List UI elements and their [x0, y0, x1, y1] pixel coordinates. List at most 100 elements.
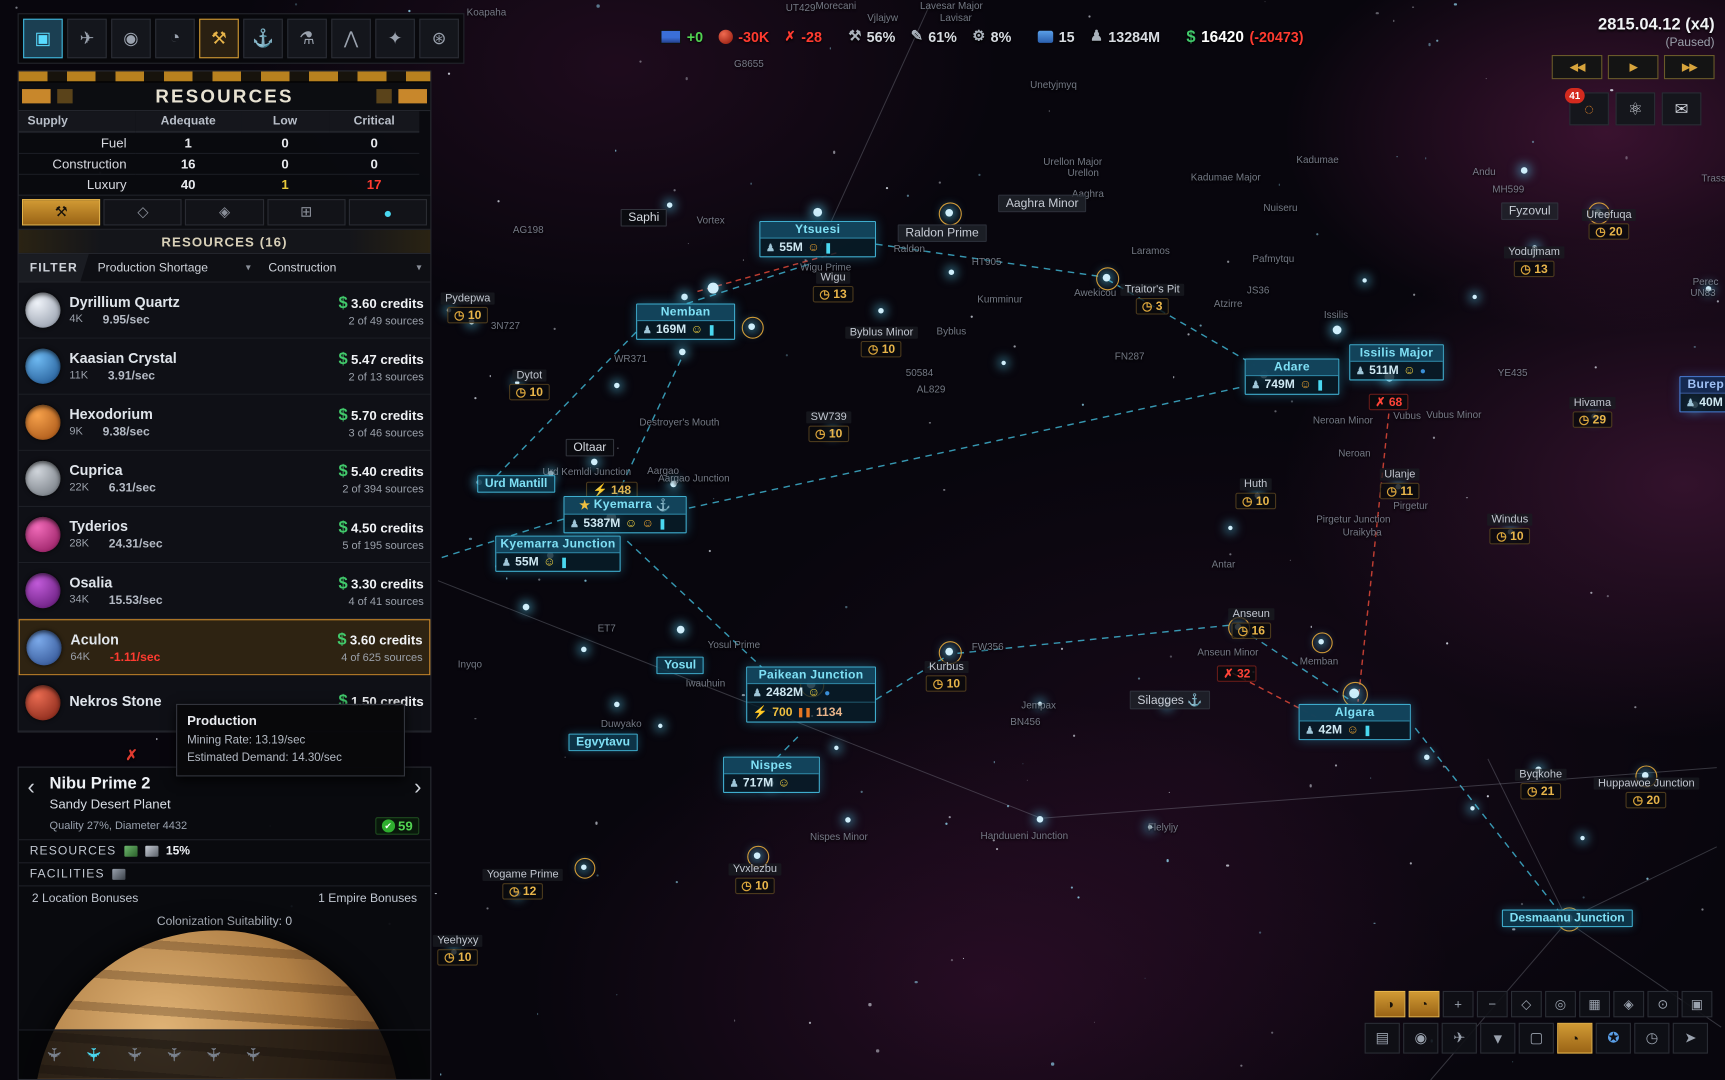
- system-algara[interactable]: Algara♟42M☺❚: [1298, 703, 1411, 741]
- toggle-territory-button[interactable]: ▣: [1681, 990, 1713, 1018]
- system-nispes[interactable]: Nispes♟717M☺: [723, 756, 820, 793]
- system-ytsuesi[interactable]: Ytsuesi♟55M☺❚: [759, 221, 876, 258]
- fit-view-button[interactable]: ◇: [1510, 990, 1542, 1018]
- next-planet-button[interactable]: ›: [414, 775, 422, 800]
- system-label-fyzovul[interactable]: Fyzovul: [1501, 202, 1559, 220]
- defense-overlay-button[interactable]: ✪: [1595, 1022, 1631, 1054]
- center-view-button[interactable]: ◎: [1545, 990, 1576, 1018]
- system-marker-wigu[interactable]: Wigu◷13: [812, 271, 854, 303]
- system-marker-byblus-minor[interactable]: Byblus Minor◷10: [845, 326, 918, 358]
- system-marker-sw739[interactable]: SW739◷10: [806, 411, 852, 443]
- system-marker-windus[interactable]: Windus◷10: [1487, 513, 1533, 545]
- fleet-ship-2[interactable]: ✈: [82, 1046, 104, 1063]
- toolbar-colonies-button[interactable]: ◉: [111, 18, 151, 59]
- system-nemban[interactable]: Nemban♟169M☺❚: [636, 303, 736, 340]
- system-marker-yogame-prime[interactable]: Yogame Prime◷12: [482, 868, 564, 900]
- toolbar-science-lab-button[interactable]: ⚗: [287, 18, 327, 59]
- save-view-button[interactable]: ▼: [1480, 1022, 1516, 1054]
- sensor-view-button[interactable]: ◉: [1403, 1022, 1439, 1054]
- system-marker-huth[interactable]: Huth◷10: [1235, 478, 1276, 510]
- toolbar-fleets-button[interactable]: ⋀: [331, 18, 371, 59]
- time-play-button[interactable]: ▶: [1607, 54, 1659, 80]
- system-marker-dytot[interactable]: Dytot◷10: [509, 369, 550, 401]
- toggle-grid-button[interactable]: ▦: [1579, 990, 1611, 1018]
- toggle-routes-button[interactable]: ⊙: [1647, 990, 1679, 1018]
- toggle-names-button[interactable]: ◈: [1613, 990, 1645, 1018]
- system-label-desmaanu-junction[interactable]: Desmaanu Junction: [1501, 909, 1633, 928]
- filter-dropdown-construction[interactable]: Construction ▾: [260, 261, 431, 274]
- system-name: Huppawoe Junction: [1593, 777, 1700, 790]
- close-icon[interactable]: ✗: [125, 746, 138, 764]
- expand-view-button[interactable]: ▢: [1518, 1022, 1554, 1054]
- system-label-yosul[interactable]: Yosul: [656, 656, 704, 675]
- system-label-egvytavu[interactable]: Egvytavu: [568, 733, 638, 752]
- system-marker-hivama[interactable]: Hivama◷29: [1569, 397, 1616, 428]
- tab-mining[interactable]: ⚒: [22, 199, 101, 226]
- toolbar-ships-button[interactable]: ✈: [67, 18, 107, 59]
- system-marker-anseun[interactable]: Anseun◷16: [1228, 608, 1275, 639]
- tab-mining-ships[interactable]: ◇: [103, 199, 183, 226]
- system-label-raldon-prime[interactable]: Raldon Prime: [897, 224, 987, 242]
- toolbar-construction-button[interactable]: ⚓: [243, 18, 283, 59]
- system-marker-pydepwa[interactable]: Pydepwa◷10: [440, 292, 495, 324]
- fleet-ship-5[interactable]: ✈: [202, 1046, 224, 1063]
- overlay-b-button[interactable]: ◔: [1408, 990, 1440, 1018]
- fleet-ship-6[interactable]: ✈: [242, 1046, 264, 1063]
- system-kyemarra[interactable]: ★Kyemarra⚓♟5387M☺☺❚: [563, 496, 687, 534]
- system-marker-ureefuqa[interactable]: Ureefuqa◷20: [1581, 208, 1636, 240]
- system-label-oltaar[interactable]: Oltaar: [565, 438, 615, 457]
- fleet-ship-1[interactable]: ✈: [43, 1046, 64, 1063]
- system-paikean-junction[interactable]: Paikean Junction♟2482M☺●⚡700❚❚1134: [746, 666, 876, 723]
- fleet-ship-3[interactable]: ✈: [122, 1046, 144, 1063]
- toolbar-research-button[interactable]: ◔: [155, 18, 195, 59]
- ship-filter-button[interactable]: ✈: [1441, 1022, 1477, 1054]
- system-marker-traitor-s-pit[interactable]: Traitor's Pit◷3: [1120, 283, 1185, 315]
- toolbar-empire-button[interactable]: ⊛: [419, 18, 459, 59]
- system-label-aaghra-minor[interactable]: Aaghra Minor: [998, 194, 1087, 213]
- tab-mining-planets[interactable]: ⊞: [266, 199, 346, 226]
- toolbar-mining-button[interactable]: ⚒: [199, 18, 239, 59]
- system-marker-yeehyxy[interactable]: Yeehyxy◷10: [432, 934, 483, 966]
- cargo-icon: ❚❚: [796, 707, 812, 718]
- tab-gas-mining[interactable]: ●: [348, 199, 428, 226]
- filter-dropdown-shortage[interactable]: Production Shortage ▾: [89, 261, 260, 274]
- zoom-in-button[interactable]: +: [1442, 990, 1474, 1018]
- overlay-a-button[interactable]: ◑: [1374, 990, 1406, 1018]
- system-adare[interactable]: Adare♟749M☺❚: [1244, 358, 1340, 395]
- system-label-saphi[interactable]: Saphi: [620, 208, 667, 227]
- system-kyemarra-junction[interactable]: Kyemarra Junction♟55M☺❚: [495, 535, 621, 572]
- time-fast-forward-button[interactable]: ▶▶: [1663, 54, 1715, 80]
- resource-sources: 2 of 49 sources: [348, 315, 424, 328]
- system-burep[interactable]: Burep♟40M❚: [1679, 376, 1725, 413]
- system-issilis-major[interactable]: Issilis Major♟511M☺●: [1349, 344, 1444, 381]
- toolbar-design-button[interactable]: ✦: [375, 18, 415, 59]
- system-label-urd-mantill[interactable]: Urd Mantill: [477, 475, 556, 493]
- fleet-orders-button[interactable]: ➤: [1672, 1022, 1708, 1054]
- message-alerts-button[interactable]: ◌41: [1564, 87, 1609, 126]
- prev-planet-button[interactable]: ‹: [27, 775, 35, 800]
- stats-view-button[interactable]: ▤: [1364, 1022, 1400, 1054]
- zoom-out-button[interactable]: −: [1476, 990, 1508, 1018]
- toolbar-overview-button[interactable]: ▣: [23, 18, 63, 59]
- message-diplomacy-network-button[interactable]: ⚛: [1615, 92, 1656, 126]
- speed-gauge-button[interactable]: ◔: [1557, 1022, 1593, 1054]
- system-marker-huppawoe-junction[interactable]: Huppawoe Junction◷20: [1593, 777, 1700, 809]
- system-marker-byqkohe[interactable]: Byqkohe◷21: [1514, 768, 1567, 800]
- system-marker-kurbus[interactable]: Kurbus◷10: [924, 660, 969, 692]
- system-marker-yodujmam[interactable]: Yodujmam◷13: [1503, 246, 1565, 278]
- message-mail-button[interactable]: ✉: [1661, 92, 1702, 126]
- system-label-silagges[interactable]: Silagges⚓: [1129, 690, 1210, 710]
- fleet-ship-4[interactable]: ✈: [162, 1046, 184, 1063]
- system-marker-ulanje[interactable]: Ulanje◷11: [1379, 468, 1420, 500]
- time-overlay-button[interactable]: ◷: [1634, 1022, 1670, 1054]
- system-marker-yvxlezbu[interactable]: Yvxlezbu◷10: [728, 863, 782, 895]
- tab-mining-stations[interactable]: ◈: [185, 199, 264, 226]
- time-rewind-button[interactable]: ◀◀: [1551, 54, 1603, 80]
